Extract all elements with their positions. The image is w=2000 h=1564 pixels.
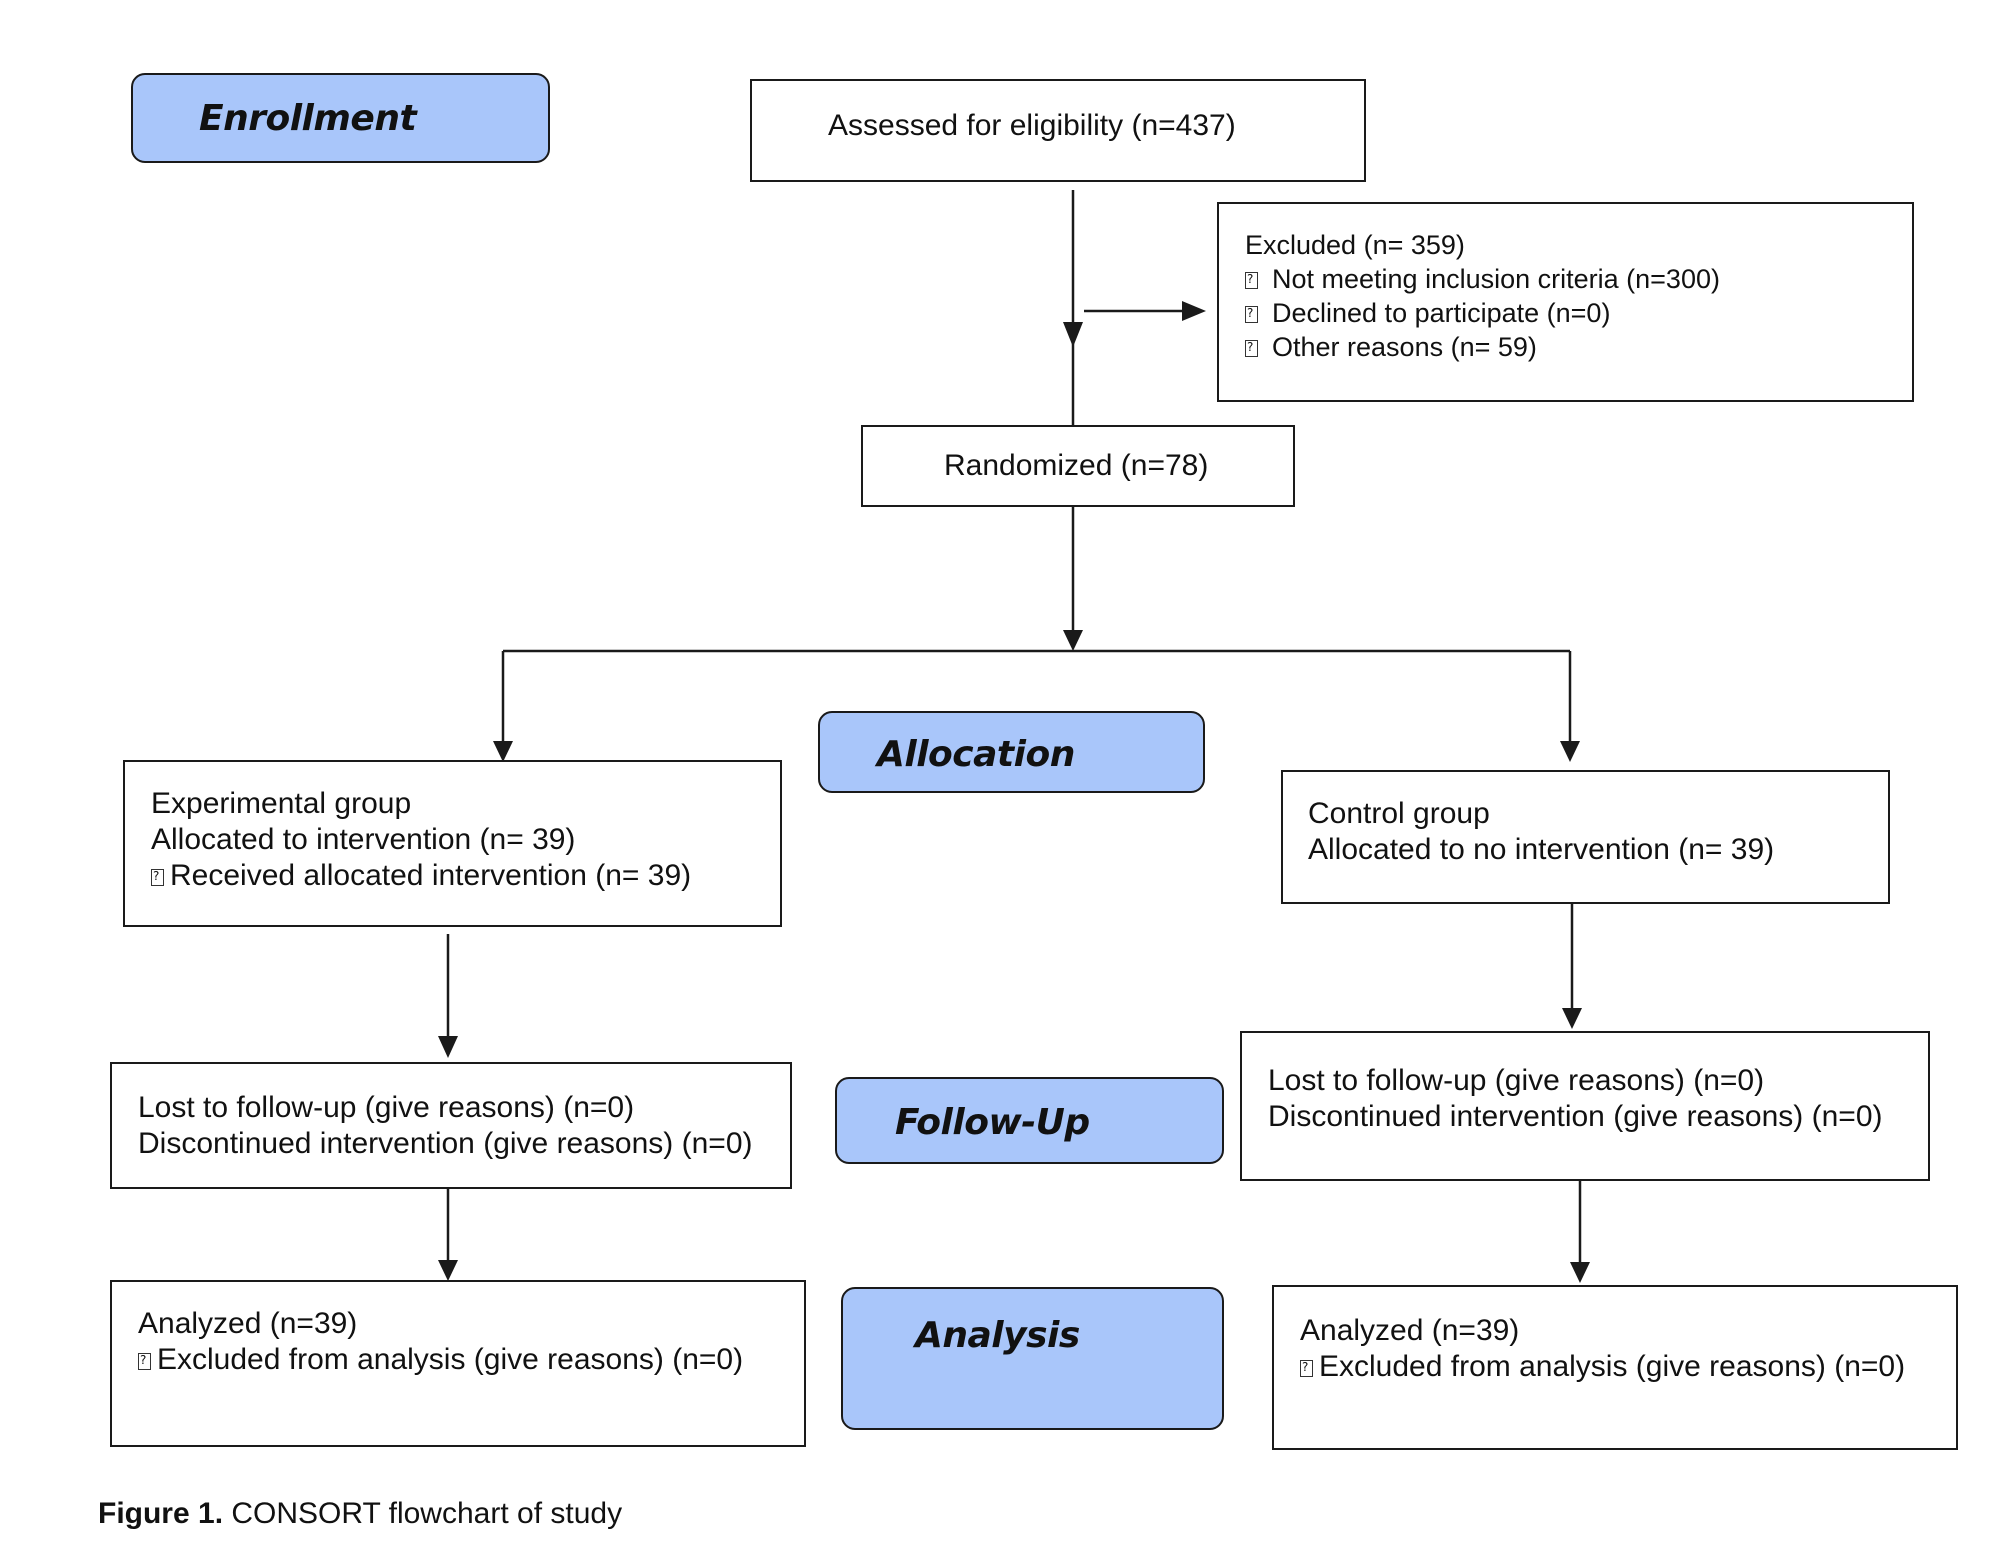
figure-caption-label: Figure 1. bbox=[98, 1497, 224, 1530]
control-analysis-box: Analyzed (n=39) Excluded from analysis (… bbox=[1272, 1285, 1958, 1450]
excluded-item: Other reasons (n= 59) bbox=[1245, 330, 1912, 364]
figure-caption-text: CONSORT flowchart of study bbox=[231, 1497, 623, 1530]
control-followup-box: Lost to follow-up (give reasons) (n=0) D… bbox=[1240, 1031, 1930, 1181]
stage-follow-up: Follow-Up bbox=[835, 1077, 1224, 1164]
stage-analysis-label: Analysis bbox=[915, 1315, 1080, 1356]
excluded-item: Declined to participate (n=0) bbox=[1245, 296, 1912, 330]
excluded-box: Excluded (n= 359) Not meeting inclusion … bbox=[1217, 202, 1914, 402]
bullet-icon bbox=[1300, 1357, 1313, 1377]
control-allocated: Allocated to no intervention (n= 39) bbox=[1308, 833, 1775, 866]
arrowhead-down bbox=[1560, 741, 1580, 762]
bullet-icon bbox=[1245, 269, 1258, 289]
control-discontinued: Discontinued intervention (give reasons)… bbox=[1268, 1100, 1883, 1133]
control-analyzed: Analyzed (n=39) bbox=[1300, 1314, 1520, 1347]
excluded-title: Excluded (n= 359) bbox=[1245, 230, 1465, 260]
control-lost-to-followup: Lost to follow-up (give reasons) (n=0) bbox=[1268, 1064, 1765, 1097]
assessed-text: Assessed for eligibility (n=437) bbox=[828, 109, 1236, 142]
experimental-discontinued: Discontinued intervention (give reasons)… bbox=[138, 1127, 753, 1160]
stage-allocation: Allocation bbox=[818, 711, 1205, 793]
stage-analysis: Analysis bbox=[841, 1287, 1224, 1430]
stage-allocation-label: Allocation bbox=[877, 734, 1075, 775]
bullet-icon bbox=[138, 1350, 151, 1370]
control-group-box: Control group Allocated to no interventi… bbox=[1281, 770, 1890, 904]
arrowhead-down bbox=[1570, 1262, 1590, 1283]
experimental-excluded-analysis: Excluded from analysis (give reasons) (n… bbox=[138, 1342, 804, 1378]
arrowhead-down bbox=[493, 741, 513, 762]
arrowhead-right bbox=[1182, 301, 1206, 321]
bullet-icon bbox=[151, 866, 164, 886]
stage-enrollment: Enrollment bbox=[131, 73, 550, 163]
arrowhead-down bbox=[1063, 630, 1083, 651]
experimental-analyzed: Analyzed (n=39) bbox=[138, 1307, 358, 1340]
bullet-icon bbox=[1245, 303, 1258, 323]
experimental-received: Received allocated intervention (n= 39) bbox=[151, 858, 780, 894]
excluded-item: Not meeting inclusion criteria (n=300) bbox=[1245, 262, 1912, 296]
experimental-lost-to-followup: Lost to follow-up (give reasons) (n=0) bbox=[138, 1091, 635, 1124]
arrowhead-down bbox=[1063, 322, 1083, 347]
randomized-text: Randomized (n=78) bbox=[944, 449, 1209, 482]
stage-follow-up-label: Follow-Up bbox=[895, 1102, 1090, 1143]
stage-enrollment-label: Enrollment bbox=[199, 98, 417, 139]
control-group-title: Control group bbox=[1308, 797, 1490, 830]
experimental-allocated: Allocated to intervention (n= 39) bbox=[151, 823, 576, 856]
arrowhead-down bbox=[438, 1036, 458, 1058]
experimental-group-box: Experimental group Allocated to interven… bbox=[123, 760, 782, 927]
assessed-box: Assessed for eligibility (n=437) bbox=[750, 79, 1366, 182]
randomized-box: Randomized (n=78) bbox=[861, 425, 1295, 507]
experimental-followup-box: Lost to follow-up (give reasons) (n=0) D… bbox=[110, 1062, 792, 1189]
arrowhead-down bbox=[1562, 1008, 1582, 1029]
experimental-group-title: Experimental group bbox=[151, 787, 412, 820]
experimental-analysis-box: Analyzed (n=39) Excluded from analysis (… bbox=[110, 1280, 806, 1447]
arrowhead-down bbox=[438, 1260, 458, 1281]
control-excluded-analysis: Excluded from analysis (give reasons) (n… bbox=[1300, 1349, 1956, 1385]
bullet-icon bbox=[1245, 337, 1258, 357]
figure-caption: Figure 1. CONSORT flowchart of study bbox=[98, 1496, 622, 1532]
